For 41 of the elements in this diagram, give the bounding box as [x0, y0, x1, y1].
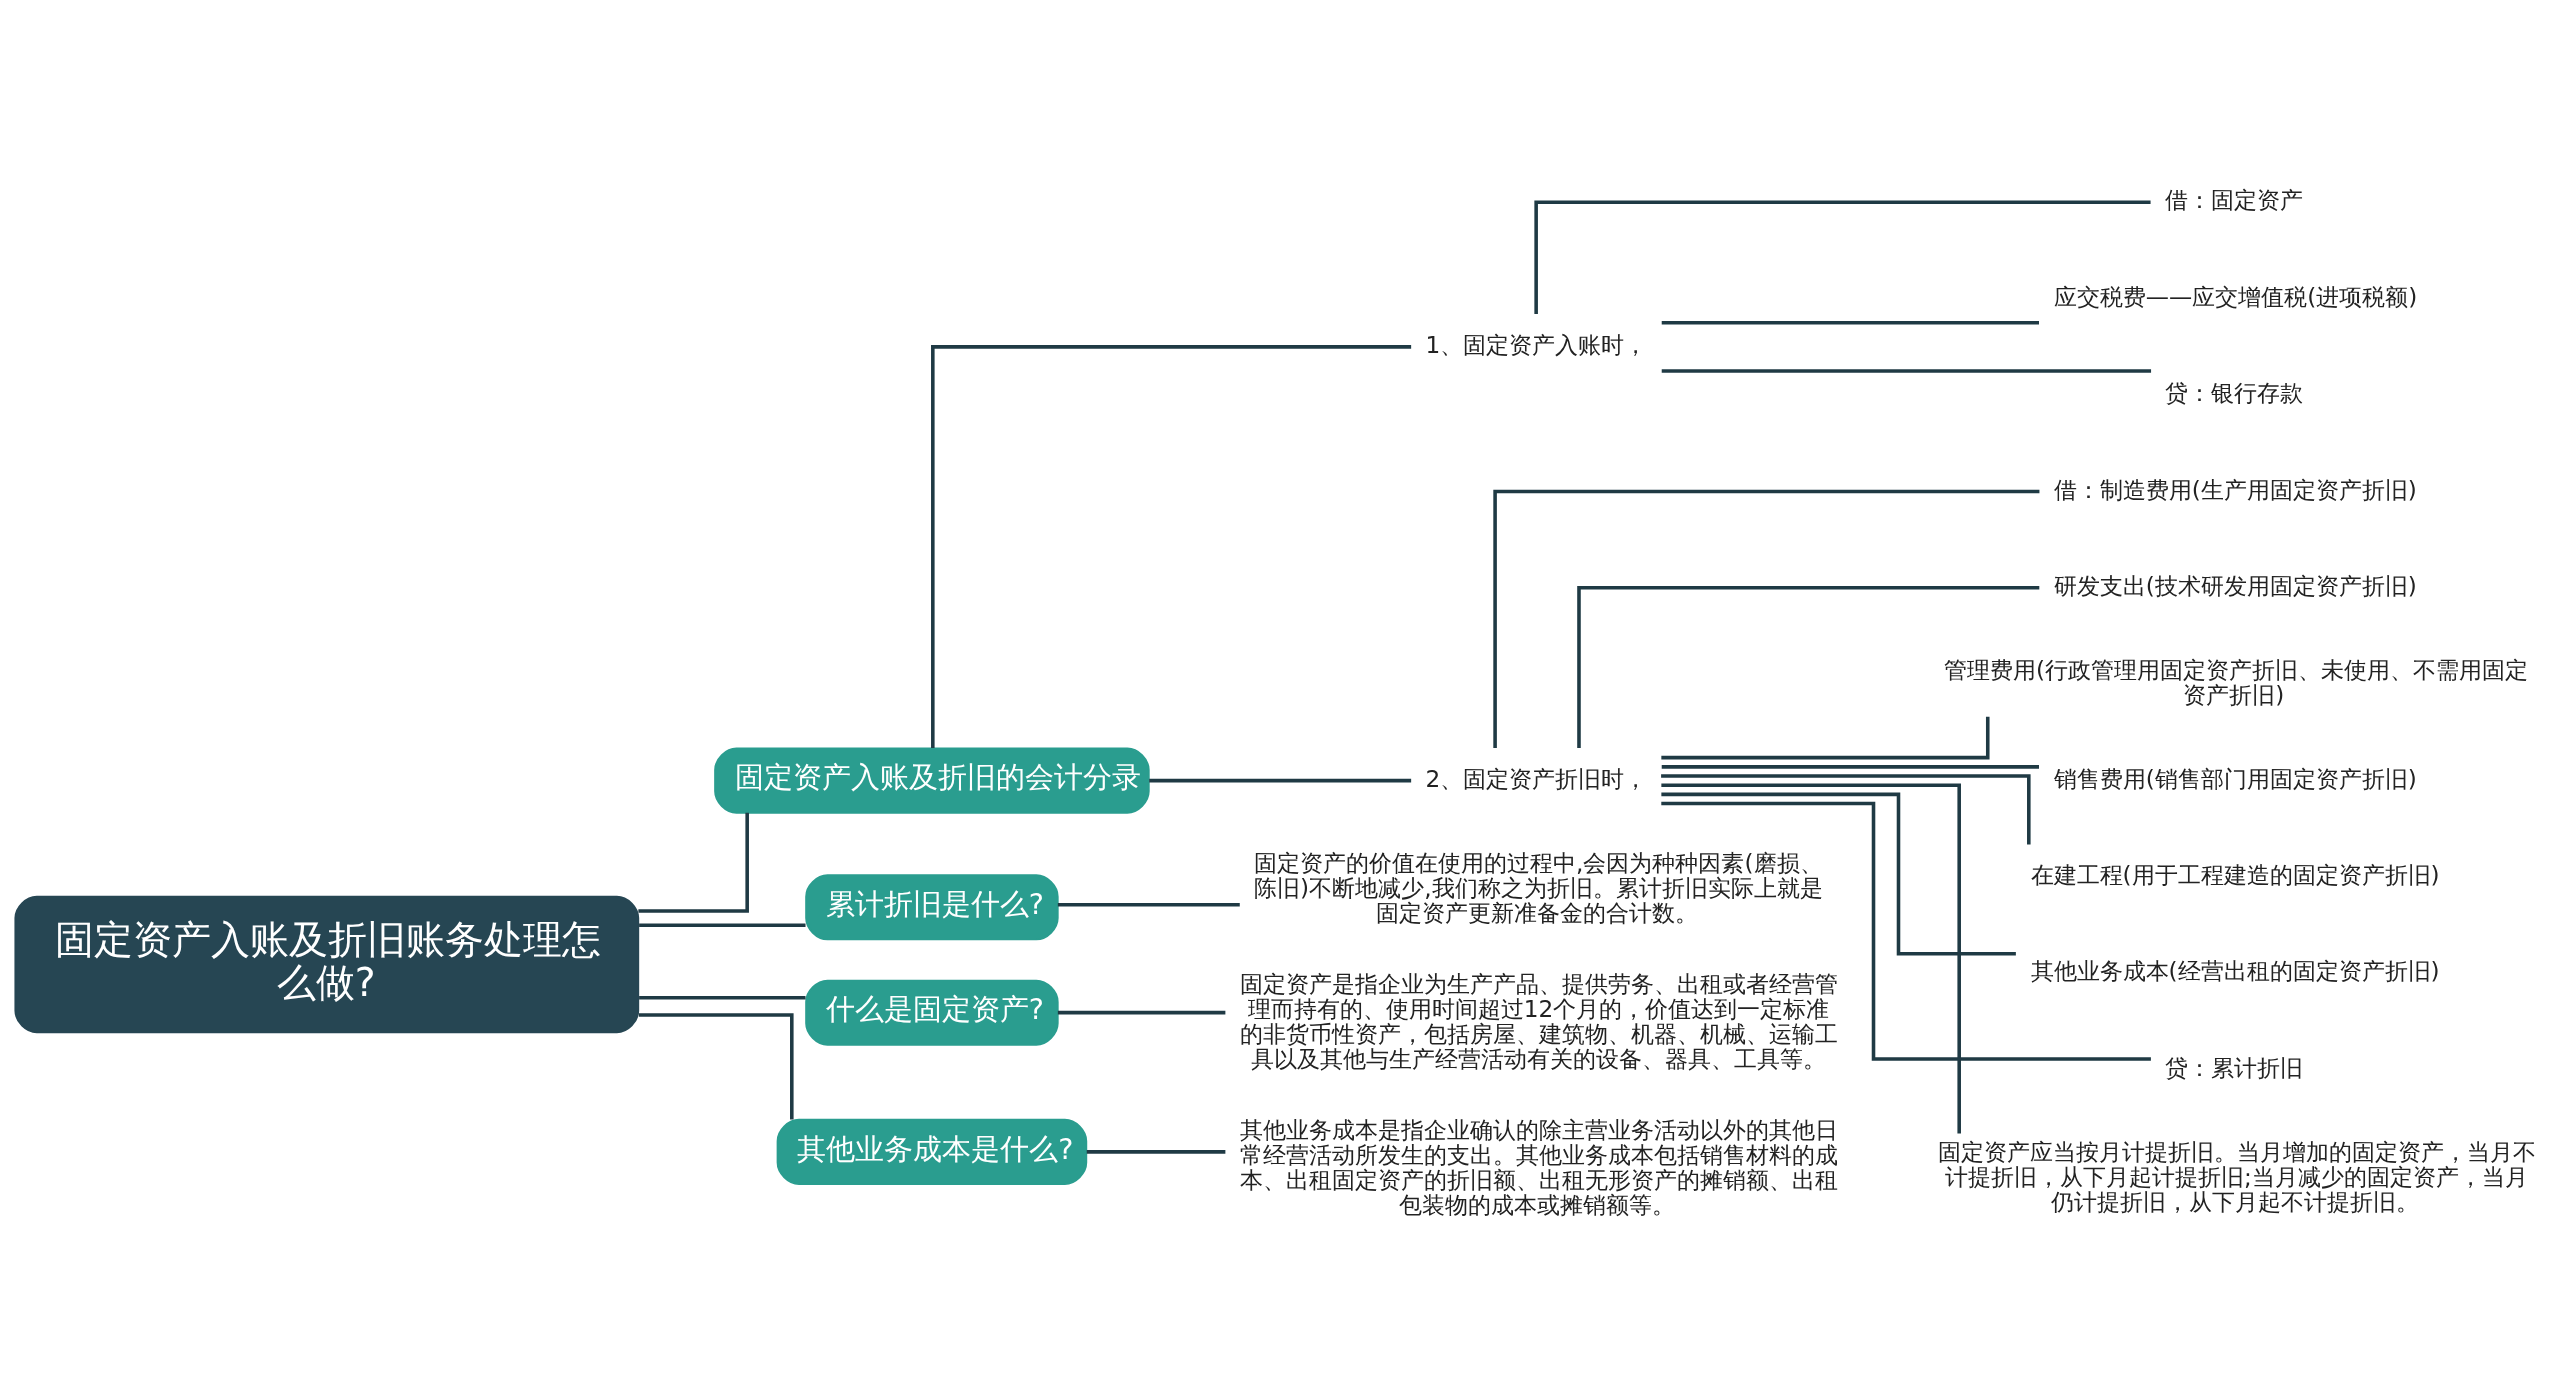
connector	[1661, 369, 2152, 373]
connector	[1534, 200, 2151, 315]
node-text: 贷：银行存款	[2165, 379, 2304, 407]
node-box: 什么是固定资产?	[805, 979, 1059, 1046]
connector	[1057, 1010, 1226, 1015]
connector	[1661, 320, 2039, 325]
connector	[1057, 902, 1240, 907]
node-text: 固定资产是指企业为生产产品、提供劳务、出租或者经营管理而持有的、使用时间超过12个月的，价值达到一定标准的非货币性资产，包括房屋、建筑物、机器、机械、运输工具以及其他与生产经营活动有关的设备、器具、工具等。	[1239, 969, 1838, 1072]
connector	[1661, 801, 2151, 1061]
node-text: 借：制造费用(生产用固定资产折旧)	[2053, 475, 2417, 503]
connector	[1661, 783, 1961, 1134]
node-text: 固定资产应当按月计提折旧。当月增加的固定资产，当月不计提折旧，从下月起计提折旧;当月减少的固定资产，当月仍计提折旧，从下月起不计提折旧。	[1937, 1137, 2536, 1215]
connector	[639, 923, 806, 927]
node-text: 其他业务成本(经营出租的固定资产折旧)	[2030, 957, 2440, 985]
connector	[1086, 1150, 1226, 1154]
connector	[1661, 774, 2031, 845]
node-box: 固定资产入账及折旧的会计分录	[714, 747, 1150, 814]
connector	[1661, 792, 2016, 956]
connector	[931, 345, 1412, 748]
node-text: 贷：累计折旧	[2165, 1053, 2304, 1081]
node-box: 固定资产入账及折旧账务处理怎么做?	[14, 895, 640, 1034]
node-text: 2、固定资产折旧时，	[1425, 764, 1648, 792]
node-box: 累计折旧是什么?	[805, 874, 1059, 941]
node-text: 管理费用(行政管理用固定资产折旧、未使用、不需用固定资产折旧)	[1944, 655, 2529, 708]
node-text: 应交税费——应交增值税(进项税额)	[2053, 282, 2418, 310]
connector	[639, 996, 806, 1000]
connector	[1149, 778, 1412, 783]
node-box: 其他业务成本是什么?	[776, 1118, 1088, 1185]
connector	[1493, 489, 2040, 748]
node-text: 在建工程(用于工程建造的固定资产折旧)	[2030, 861, 2440, 889]
connector	[638, 1013, 794, 1120]
node-text: 1、固定资产入账时，	[1425, 330, 1648, 358]
connector	[1661, 716, 1990, 760]
connector	[638, 812, 749, 913]
connector	[1661, 765, 2039, 769]
node-text: 其他业务成本是指企业确认的除主营业务活动以外的其他日常经营活动所发生的支出。其他业务成本包括销售材料的成本、出租固定资产的折旧额、出租无形资产的摊销额、出租包装物的成本或摊销额等。	[1239, 1116, 1838, 1219]
node-text: 研发支出(技术研发用固定资产折旧)	[2053, 571, 2417, 599]
node-text: 借：固定资产	[2165, 186, 2304, 214]
connector	[1577, 586, 2040, 748]
node-text: 销售费用(销售部门用固定资产折旧)	[2053, 764, 2417, 792]
node-text: 固定资产的价值在使用的过程中,会因为种种因素(磨损、陈旧)不断地减少,我们称之为折旧。累计折旧实际上就是固定资产更新准备金的合计数。	[1254, 848, 1823, 926]
